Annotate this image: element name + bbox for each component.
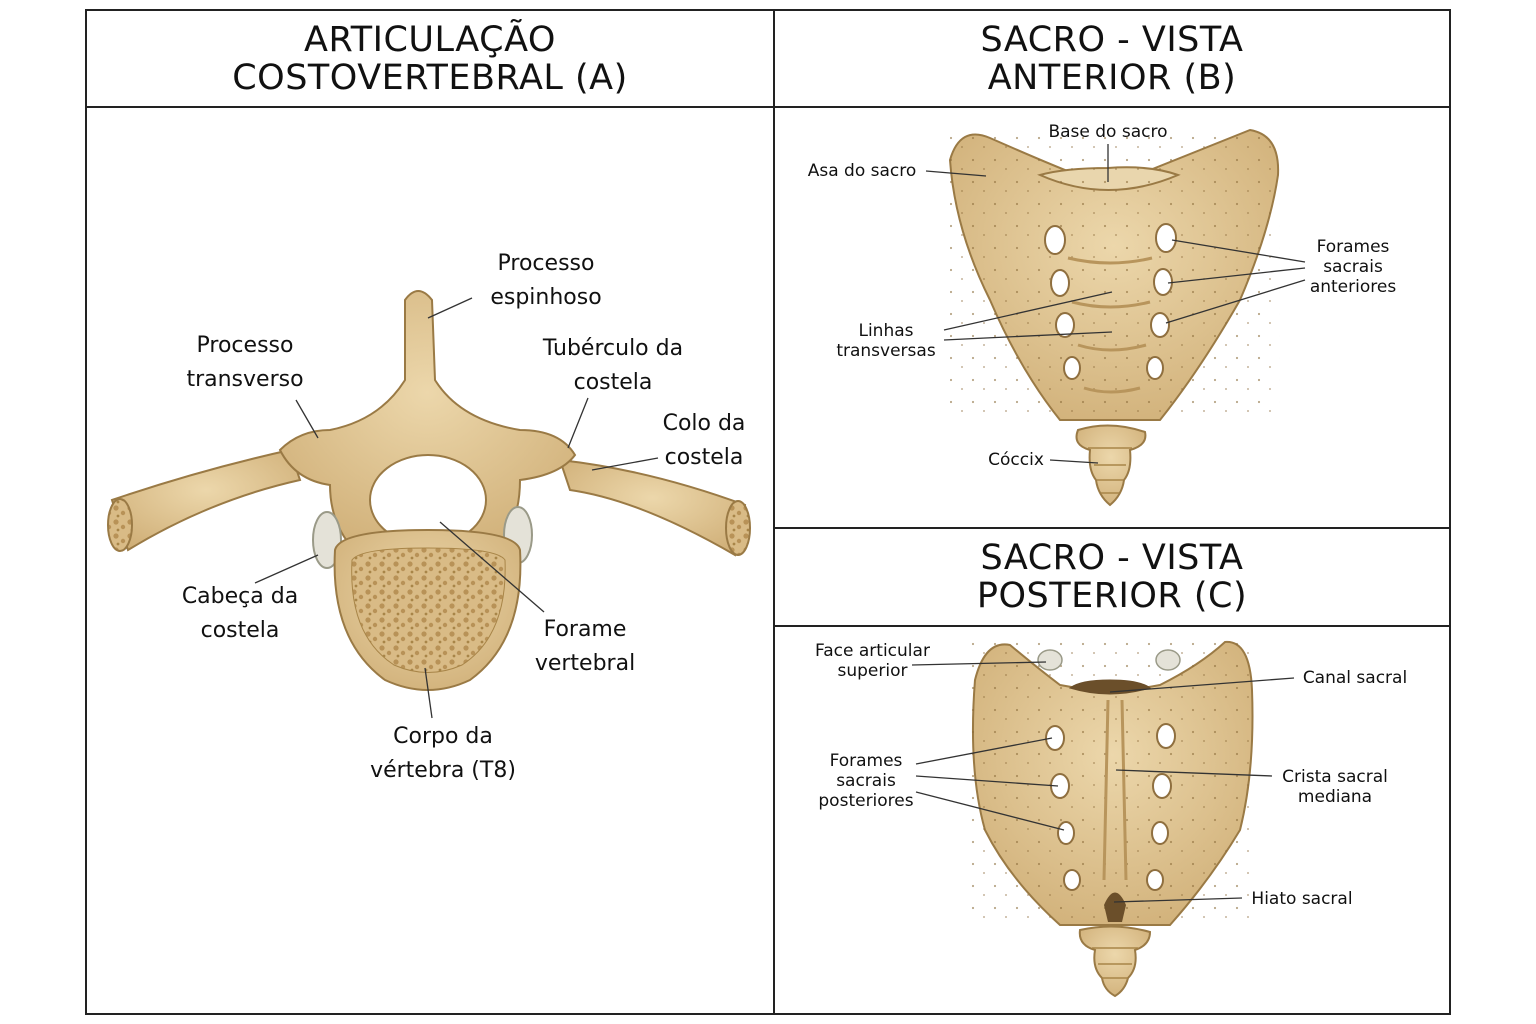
label-line: Processo — [196, 333, 294, 358]
right-rib-cut — [725, 500, 751, 556]
anterior-foramen-r1 — [1155, 223, 1177, 253]
anterior-foramen-r2 — [1153, 268, 1173, 296]
posterior-foramen-l4 — [1063, 869, 1081, 891]
label-line: anteriores — [1309, 277, 1397, 297]
sacrum-posterior-illustration — [970, 640, 1255, 998]
label-coccix: Cóccix — [988, 450, 1044, 470]
panel-b-leaders — [925, 144, 1306, 464]
label-corpo-vertebra: Corpo da vértebra (T8) — [353, 720, 533, 788]
label-linhas-transversas: Linhas transversas — [828, 321, 944, 361]
label-line: sacrais — [836, 771, 896, 791]
panel-a-title-line2: COSTOVERTEBRAL (A) — [232, 57, 628, 98]
median-sacral-crest — [1102, 699, 1128, 881]
label-line: Processo — [497, 251, 595, 276]
label-asa-sacro: Asa do sacro — [807, 161, 917, 181]
label-line: Colo da — [662, 411, 746, 436]
label-forame-vertebral: Forame vertebral — [515, 613, 655, 681]
coccyx-posterior — [1078, 925, 1152, 998]
left-rib-cut — [107, 498, 133, 552]
label-line: Cabeça da — [181, 584, 299, 609]
label-line: transverso — [186, 367, 304, 392]
anterior-foramen-l2 — [1050, 269, 1070, 297]
label-line: transversas — [836, 341, 936, 361]
label-crista-sacral: Crista sacral mediana — [1270, 767, 1400, 807]
anterior-foramen-r4 — [1146, 356, 1164, 380]
label-line: Tubérculo da — [542, 336, 684, 361]
label-line: Crista sacral — [1282, 767, 1388, 787]
label-hiato-sacral: Hiato sacral — [1251, 889, 1353, 909]
vertebral-body-spongy — [351, 547, 506, 673]
superior-articular-left — [1037, 649, 1063, 671]
posterior-foramen-r3 — [1151, 821, 1169, 845]
posterior-foramen-l3 — [1057, 821, 1075, 845]
anterior-foramen-l1 — [1044, 225, 1066, 255]
label-line: Linhas — [858, 321, 914, 341]
panel-a-title: ARTICULAÇÃO COSTOVERTEBRAL (A) — [85, 9, 775, 108]
posterior-foramen-r1 — [1156, 723, 1176, 749]
superior-articular-right — [1155, 649, 1181, 671]
panel-a-title-line1: ARTICULAÇÃO — [304, 19, 556, 60]
label-line: Corpo da — [393, 724, 493, 749]
panel-c-leaders — [911, 661, 1295, 903]
panel-b-title: SACRO - VISTA ANTERIOR (B) — [773, 9, 1451, 108]
panel-c-title: SACRO - VISTA POSTERIOR (C) — [773, 527, 1451, 627]
label-cabeca-costela: Cabeça da costela — [165, 580, 315, 648]
label-line: posteriores — [818, 791, 914, 811]
label-line: costela — [573, 370, 653, 395]
posterior-foramen-l1 — [1045, 725, 1065, 751]
anterior-foramen-r3 — [1150, 312, 1170, 338]
label-tuberculo-costela: Tubérculo da costela — [528, 332, 698, 400]
label-canal-sacral: Canal sacral — [1302, 668, 1408, 688]
label-processo-transverso: Processo transverso — [165, 329, 325, 397]
label-line: costela — [664, 445, 744, 470]
posterior-foramen-r4 — [1146, 869, 1164, 891]
posterior-foramen-r2 — [1152, 773, 1172, 799]
panel-b-title-line1: SACRO - VISTA — [980, 19, 1244, 60]
label-line: costela — [200, 618, 280, 643]
left-rib — [110, 448, 302, 552]
label-processo-espinhoso: Processo espinhoso — [466, 247, 626, 315]
label-line: Forame — [543, 617, 627, 642]
vertebra-illustration — [107, 290, 751, 691]
panel-b-title-line2: ANTERIOR (B) — [987, 57, 1237, 98]
label-line: espinhoso — [490, 285, 602, 310]
sacrum-anterior-illustration — [948, 128, 1280, 507]
label-line: mediana — [1297, 787, 1373, 807]
label-line: sacrais — [1323, 257, 1383, 277]
panel-a-leaders — [254, 297, 659, 719]
label-line: Forames — [1316, 237, 1390, 257]
sacral-hiatus — [1104, 892, 1126, 922]
label-line: vertebral — [534, 651, 636, 676]
label-face-articular: Face articular superior — [800, 641, 945, 681]
label-line: Forames — [829, 751, 903, 771]
label-forames-posteriores: Forames sacrais posteriores — [808, 751, 924, 811]
panel-c-title-line2: POSTERIOR (C) — [976, 576, 1248, 616]
anterior-foramen-l3 — [1055, 312, 1075, 338]
panel-c-title-line1: SACRO - VISTA — [980, 538, 1244, 578]
label-forames-anteriores: Forames sacrais anteriores — [1296, 237, 1410, 297]
label-line: vértebra (T8) — [370, 758, 516, 783]
label-colo-costela: Colo da costela — [644, 407, 764, 475]
label-base-sacro: Base do sacro — [1048, 122, 1168, 142]
label-line: Face articular — [815, 641, 930, 661]
label-line: superior — [837, 661, 908, 681]
anterior-foramen-l4 — [1063, 356, 1081, 380]
